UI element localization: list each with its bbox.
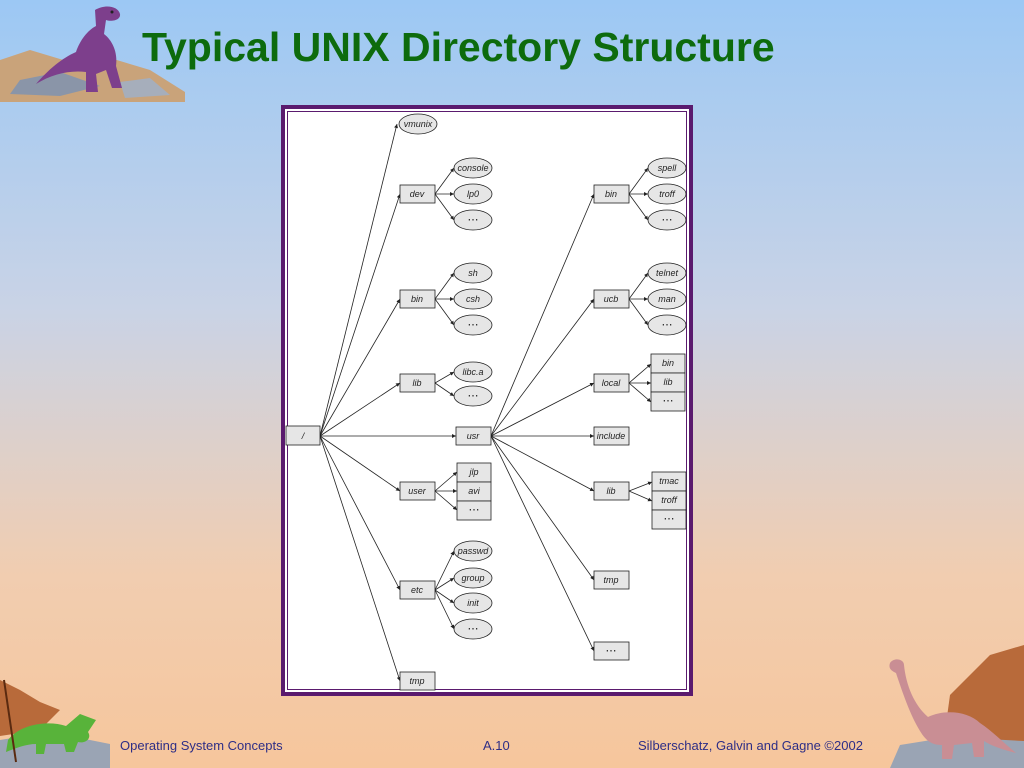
tree-node-libc: libc.a (453, 361, 493, 383)
tree-node-sh: sh (453, 262, 493, 284)
svg-text:bin: bin (662, 358, 674, 368)
footer-authors: Silberschatz, Galvin and Gagne ©2002 (638, 738, 863, 753)
svg-text:bin: bin (411, 294, 423, 304)
footer-slide-number: A.10 (483, 738, 510, 753)
svg-text:telnet: telnet (656, 268, 679, 278)
svg-text:csh: csh (466, 294, 480, 304)
tree-node-lib-more: ⋯ (453, 385, 493, 407)
root-edges (319, 123, 456, 682)
svg-text:init: init (467, 598, 479, 608)
tree-node-group: group (453, 567, 493, 589)
tree-node-root: / (285, 425, 321, 446)
svg-text:troff: troff (659, 189, 676, 199)
svg-text:⋯: ⋯ (468, 319, 479, 331)
svg-text:⋯: ⋯ (663, 395, 674, 407)
svg-text:spell: spell (658, 163, 678, 173)
tree-node-dev-more: ⋯ (453, 209, 493, 231)
tree-node-etc: etc (399, 580, 436, 600)
svg-text:lib: lib (412, 378, 421, 388)
svg-text:dev: dev (410, 189, 425, 199)
svg-text:group: group (461, 573, 484, 583)
svg-text:⋯: ⋯ (469, 504, 480, 516)
svg-text:troff: troff (661, 495, 678, 505)
svg-text:tmac: tmac (659, 476, 679, 486)
tree-node-telnet: telnet (647, 262, 687, 284)
svg-text:bin: bin (605, 189, 617, 199)
tree-node-init: init (453, 592, 493, 614)
tree-node-usr-bin: bin (593, 184, 630, 204)
svg-text:user: user (408, 486, 427, 496)
tree-node-usr: usr (455, 426, 492, 446)
triceratops-dinosaur-icon (0, 679, 110, 768)
svg-text:man: man (658, 294, 676, 304)
svg-text:passwd: passwd (457, 546, 490, 556)
tree-node-passwd: passwd (453, 540, 493, 562)
svg-text:avi: avi (468, 486, 481, 496)
tree-node-tmp: tmp (399, 671, 436, 691)
slide-title: Typical UNIX Directory Structure (142, 24, 775, 70)
svg-text:⋯: ⋯ (468, 390, 479, 402)
tree-node-usr-bin-more: ⋯ (647, 209, 687, 231)
tree-node-spell: spell (647, 157, 687, 179)
tree-node-include: include (593, 426, 630, 446)
svg-text:sh: sh (468, 268, 478, 278)
svg-text:local: local (602, 378, 622, 388)
svg-text:⋯: ⋯ (664, 513, 675, 525)
tree-node-usr-tmp: tmp (593, 570, 630, 590)
tree-node-ucb-more: ⋯ (647, 314, 687, 336)
svg-text:vmunix: vmunix (404, 119, 433, 129)
usr-child-edges (628, 167, 653, 502)
directory-tree-diagram: / vmunix dev bin lib usr user etc tmp co… (281, 105, 693, 696)
tree-node-bin: bin (399, 289, 436, 309)
tree-node-user-children: jlp avi ⋯ (456, 462, 492, 521)
svg-text:lib: lib (606, 486, 615, 496)
svg-text:etc: etc (411, 585, 424, 595)
svg-text:⋯: ⋯ (662, 319, 673, 331)
svg-text:⋯: ⋯ (606, 645, 617, 657)
footer-course-title: Operating System Concepts (120, 738, 283, 753)
tree-node-etc-more: ⋯ (453, 618, 493, 640)
brontosaurus-dinosaur-icon (889, 645, 1024, 768)
tree-node-usr-lib: lib (593, 481, 630, 501)
svg-text:ucb: ucb (604, 294, 619, 304)
svg-text:jlp: jlp (468, 467, 478, 477)
tree-node-man: man (647, 288, 687, 310)
child-edges (434, 167, 458, 630)
usr-edges (490, 193, 595, 652)
tree-node-user: user (399, 481, 436, 501)
svg-text:lib: lib (663, 377, 672, 387)
tree-node-vmunix: vmunix (398, 113, 438, 135)
trex-dinosaur-icon (0, 6, 185, 102)
tree-node-usr-lib-children: tmac troff ⋯ (651, 471, 687, 530)
svg-text:tmp: tmp (603, 575, 618, 585)
svg-text:libc.a: libc.a (462, 367, 483, 377)
svg-text:⋯: ⋯ (468, 214, 479, 226)
tree-node-ucb: ucb (593, 289, 630, 309)
svg-text:usr: usr (467, 431, 481, 441)
svg-text:/: / (301, 431, 306, 441)
tree-node-usr-more: ⋯ (593, 641, 630, 661)
svg-text:⋯: ⋯ (468, 623, 479, 635)
tree-node-dev: dev (399, 184, 436, 204)
svg-text:lp0: lp0 (467, 189, 479, 199)
svg-text:⋯: ⋯ (662, 214, 673, 226)
svg-text:tmp: tmp (409, 676, 424, 686)
tree-node-lp0: lp0 (453, 183, 493, 205)
svg-text:console: console (457, 163, 488, 173)
tree-node-troff: troff (647, 183, 687, 205)
tree-node-bin-more: ⋯ (453, 314, 493, 336)
tree-node-lib: lib (399, 373, 436, 393)
svg-text:include: include (597, 431, 626, 441)
tree-node-csh: csh (453, 288, 493, 310)
tree-node-console: console (453, 157, 493, 179)
tree-node-local-children: bin lib ⋯ (650, 353, 686, 412)
tree-node-local: local (593, 373, 630, 393)
